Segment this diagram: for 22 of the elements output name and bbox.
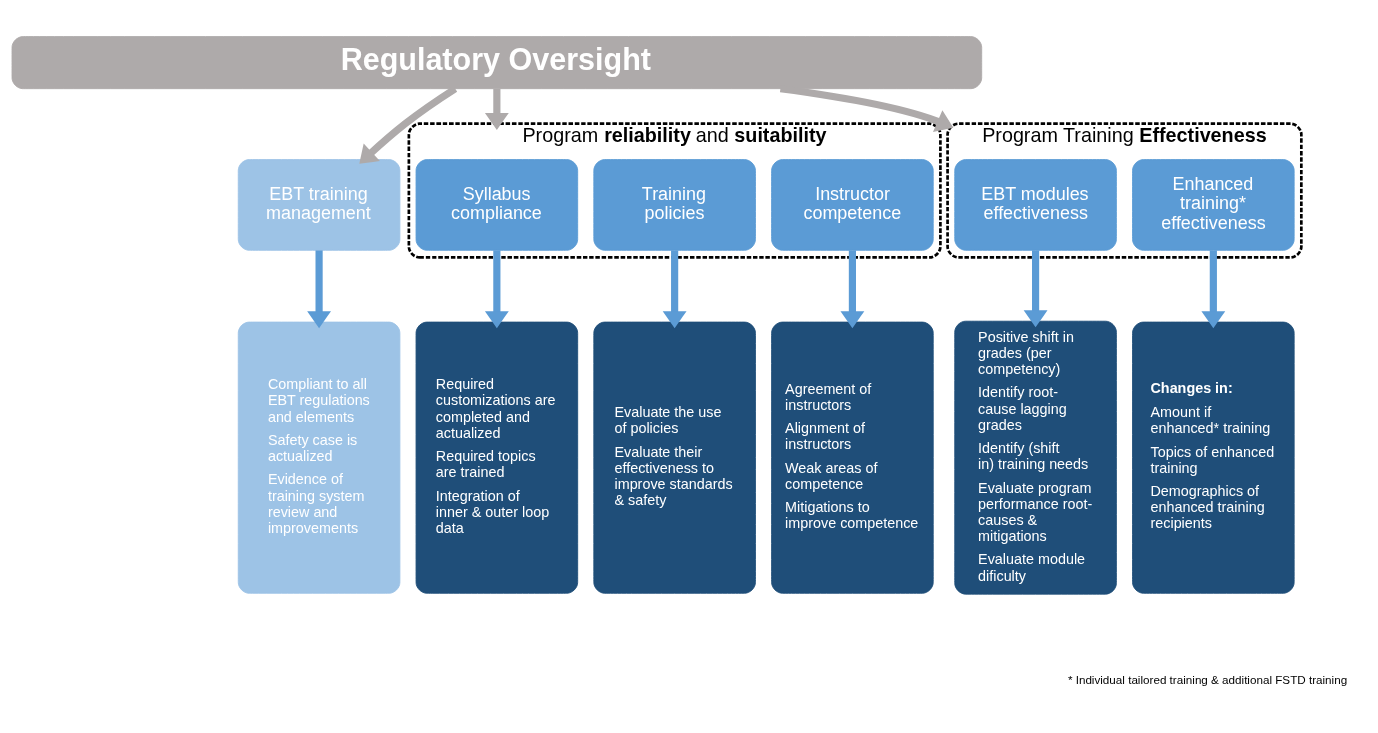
node-box: Enhanced training* effectiveness xyxy=(1132,158,1295,251)
node-box: Evaluate the use of policies Evaluate their effectiveness to improve standards & safety xyxy=(593,321,756,594)
node-box: Compliant to all EBT regulations and elements Safety case is actualized Evidence of training system review and improvements xyxy=(237,321,401,594)
node-box: Agreement of instructors Alignment of instructors Weak areas of competence Mitigations to improve competence xyxy=(771,321,934,594)
node-box: Changes in: Amount if enhanced* training Topics of enhanced training Demographics of enhanced training recipients xyxy=(1132,321,1295,594)
node-box: Instructor competence xyxy=(771,158,934,251)
node-box: Required customizations are completed and actualized Required topics are trained Integration of inner & outer loop data xyxy=(415,321,579,594)
arrow xyxy=(1023,249,1048,327)
arrow xyxy=(662,249,687,328)
arrow xyxy=(484,249,509,328)
arrow xyxy=(840,249,865,328)
label: * Individual tailored training & additional FSTD training xyxy=(1067,672,1348,686)
node-box: Syllabus compliance xyxy=(415,158,579,251)
node-box: Regulatory Oversight xyxy=(11,35,983,89)
arrow xyxy=(307,249,331,328)
arrow xyxy=(1201,249,1226,328)
arrow xyxy=(484,88,509,130)
node-box: EBT modules effectiveness xyxy=(954,158,1117,251)
node-box: Training policies xyxy=(593,158,756,251)
node-box: Positive shift in grades (per competency) Identify root-cause lagging grades Identify (shift in) training needs Evaluate program performance root-causes & mitigations Evaluate module dificulty xyxy=(954,320,1117,595)
arrow xyxy=(359,85,458,164)
node-box: EBT training management xyxy=(237,158,401,251)
